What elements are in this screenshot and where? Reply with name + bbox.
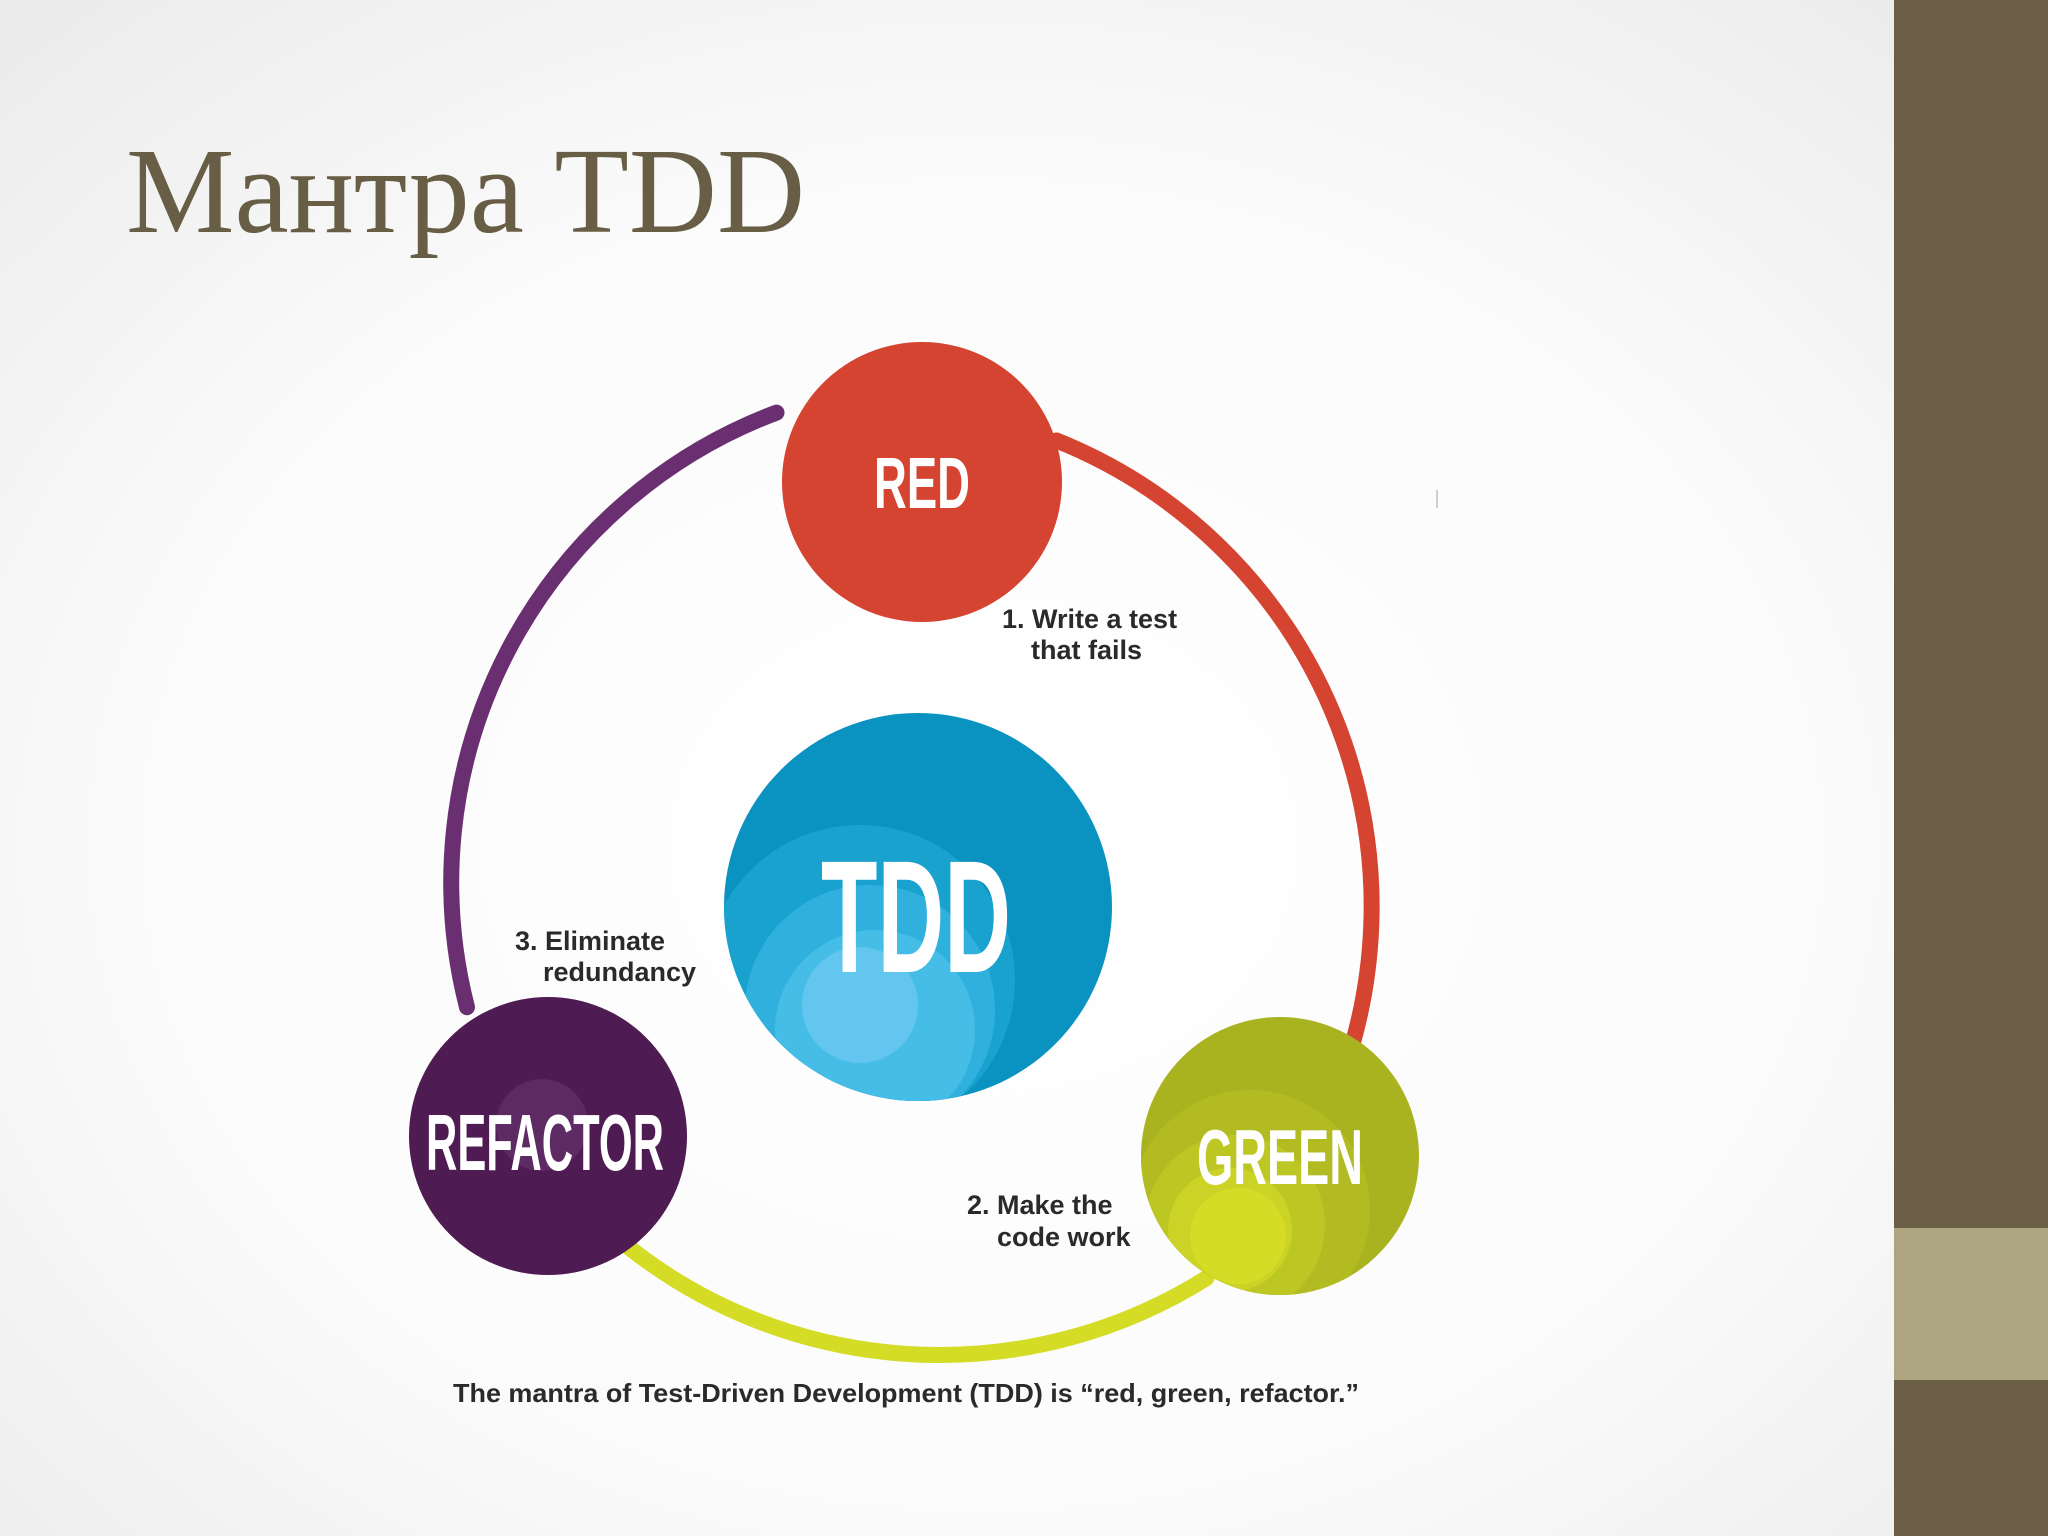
tdd-center-label: TDD xyxy=(821,827,1011,1006)
step-1-line-1: 1. Write a test xyxy=(1002,604,1177,634)
step-2-line-1: 2. Make the xyxy=(967,1190,1113,1220)
right-sidebar-accent xyxy=(1894,1228,2048,1380)
red-node: RED xyxy=(782,342,1062,622)
refactor-node: REFACTOR xyxy=(409,997,687,1275)
divider-mark xyxy=(1436,490,1438,508)
tdd-center-circle: TDD xyxy=(724,713,1112,1101)
step-3-line-2: redundancy xyxy=(543,957,696,987)
step-1-line-2: that fails xyxy=(1031,635,1142,665)
green-node-label: GREEN xyxy=(1197,1113,1363,1201)
red-node-label: RED xyxy=(874,444,970,524)
step-3-line-1: 3. Eliminate xyxy=(515,926,665,956)
green-node: GREEN xyxy=(1141,1017,1419,1295)
refactor-to-red-arc xyxy=(443,404,785,1016)
diagram-caption: The mantra of Test-Driven Development (T… xyxy=(453,1378,1359,1408)
step-2-line-2: code work xyxy=(997,1222,1132,1252)
slide-title: Мантра TDD xyxy=(126,124,806,259)
red-to-green-arc xyxy=(1048,432,1380,1123)
green-to-refactor-arc xyxy=(615,1235,1215,1363)
refactor-node-label: REFACTOR xyxy=(426,1098,664,1187)
